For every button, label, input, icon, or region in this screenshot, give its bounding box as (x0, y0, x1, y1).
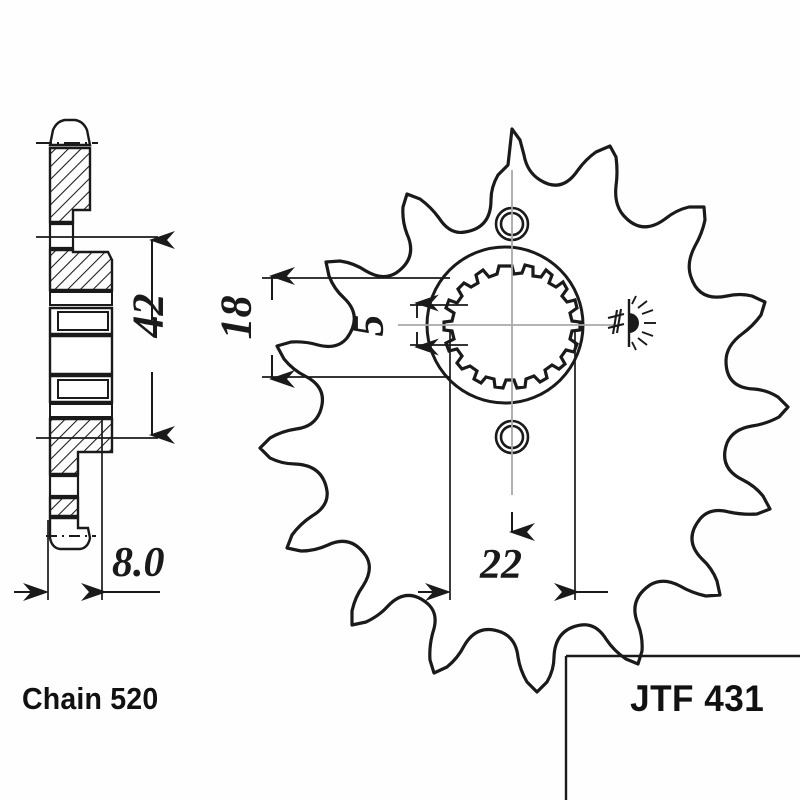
side-section-view (36, 118, 114, 551)
section-upper-web (48, 222, 75, 250)
section-lower-rim (48, 496, 80, 518)
section-lower-web (48, 474, 80, 498)
section-spline-pocket-lower-inner (57, 379, 109, 399)
section-upper-rim (48, 146, 92, 224)
dimension-label-42: 42 (123, 293, 173, 338)
chain-size-label: Chain 520 (22, 681, 159, 716)
dimension-label-5: 5 (343, 314, 393, 337)
surface-finish-rays (631, 295, 656, 351)
surface-finish-symbol (607, 295, 656, 351)
dimension-label-22: 22 (480, 542, 522, 588)
section-top-tooth (48, 118, 92, 147)
dimension-5 (410, 294, 468, 356)
dimension-42 (36, 231, 175, 444)
section-central-bore (48, 334, 114, 376)
section-bottom-tooth (48, 516, 92, 551)
dimension-80 (14, 420, 160, 601)
section-spline-pocket-upper-inner (57, 311, 109, 331)
surface-finish-glyph (607, 308, 625, 335)
front-sprocket-view (258, 127, 790, 694)
surface-finish-halfdisc (629, 313, 639, 333)
part-number-label: JTF 431 (629, 678, 764, 719)
dimension-18 (262, 267, 450, 388)
section-upper-flange (48, 248, 114, 292)
section-lower-flange (48, 417, 114, 476)
dimension-22 (418, 330, 608, 601)
sprocket-teeth-outline (258, 127, 790, 694)
dimension-label-80: 8.0 (112, 540, 165, 586)
dimension-label-18: 18 (211, 295, 261, 340)
section-stripe-2 (49, 403, 113, 418)
section-stripe-1 (49, 291, 113, 306)
